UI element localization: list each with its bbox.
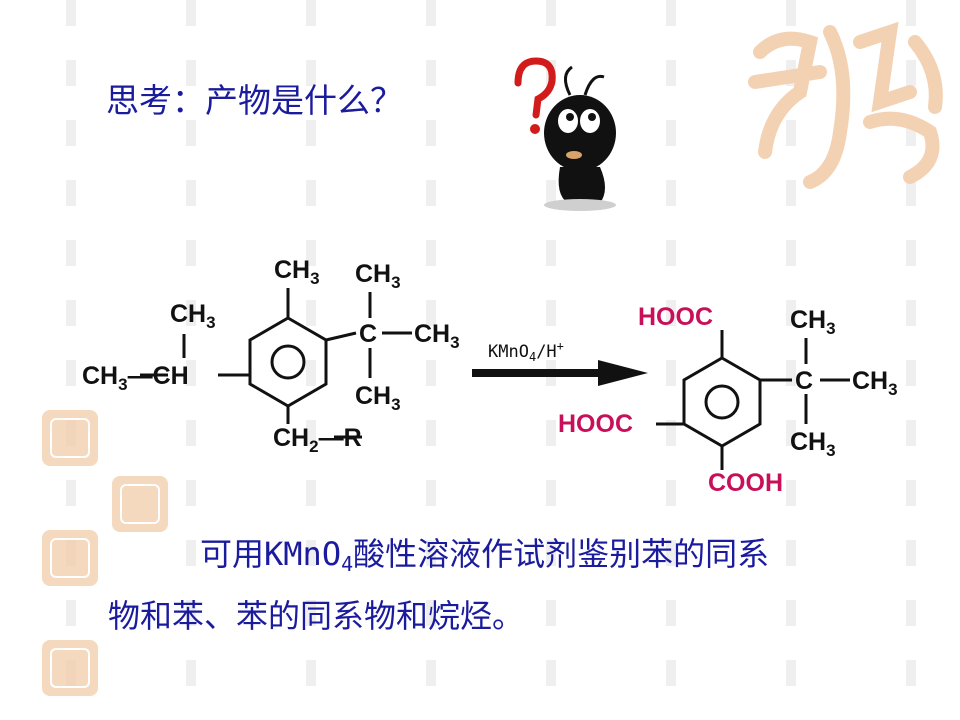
product-ch3-right: CH3 bbox=[852, 367, 898, 399]
page-title: 思考：产物是什么？ bbox=[106, 81, 403, 120]
product-hooc-top: HOOC bbox=[638, 303, 713, 331]
product-benzene-ring bbox=[682, 356, 762, 448]
product-hooc-left: HOOC bbox=[558, 410, 633, 438]
reaction-diagram: CH3 CH3 CH3—CH CH3 C CH3 CH3 CH2—R KMnO4… bbox=[82, 256, 898, 497]
reactant-ch3-c-right: CH3 bbox=[414, 320, 460, 352]
reactant-c-label: C bbox=[359, 320, 377, 348]
stamp-icon bbox=[42, 530, 98, 586]
stamp-icon bbox=[42, 640, 98, 696]
deco-seal-icon bbox=[748, 21, 943, 189]
reaction-arrow bbox=[472, 360, 648, 386]
product-cooh-bottom: COOH bbox=[708, 469, 783, 497]
product-ch3-top: CH3 bbox=[790, 306, 836, 338]
product-ch3-bottom: CH3 bbox=[790, 428, 836, 460]
product-c-label: C bbox=[795, 367, 813, 395]
reactant-ch3-left-top: CH3 bbox=[170, 300, 216, 332]
reactant-ch3-c-top: CH3 bbox=[355, 260, 401, 292]
reagent-label: KMnO4/H+ bbox=[488, 339, 564, 364]
reactant-benzene-ring bbox=[248, 316, 328, 408]
reactant-ch3-ch: CH3—CH bbox=[82, 362, 189, 394]
reactant-ch3-c-bottom: CH3 bbox=[355, 382, 401, 414]
stamp-icon bbox=[112, 476, 168, 532]
stamp-icon bbox=[42, 410, 98, 466]
statement-text: 可用KMnO4酸性溶液作试剂鉴别苯的同系 物和苯、苯的同系物和烷烃。 bbox=[108, 535, 770, 635]
reactant-ch2r: CH2—R bbox=[273, 424, 362, 456]
thinking-mascot-icon bbox=[514, 57, 616, 211]
reactant-ch3-top: CH3 bbox=[274, 256, 320, 288]
